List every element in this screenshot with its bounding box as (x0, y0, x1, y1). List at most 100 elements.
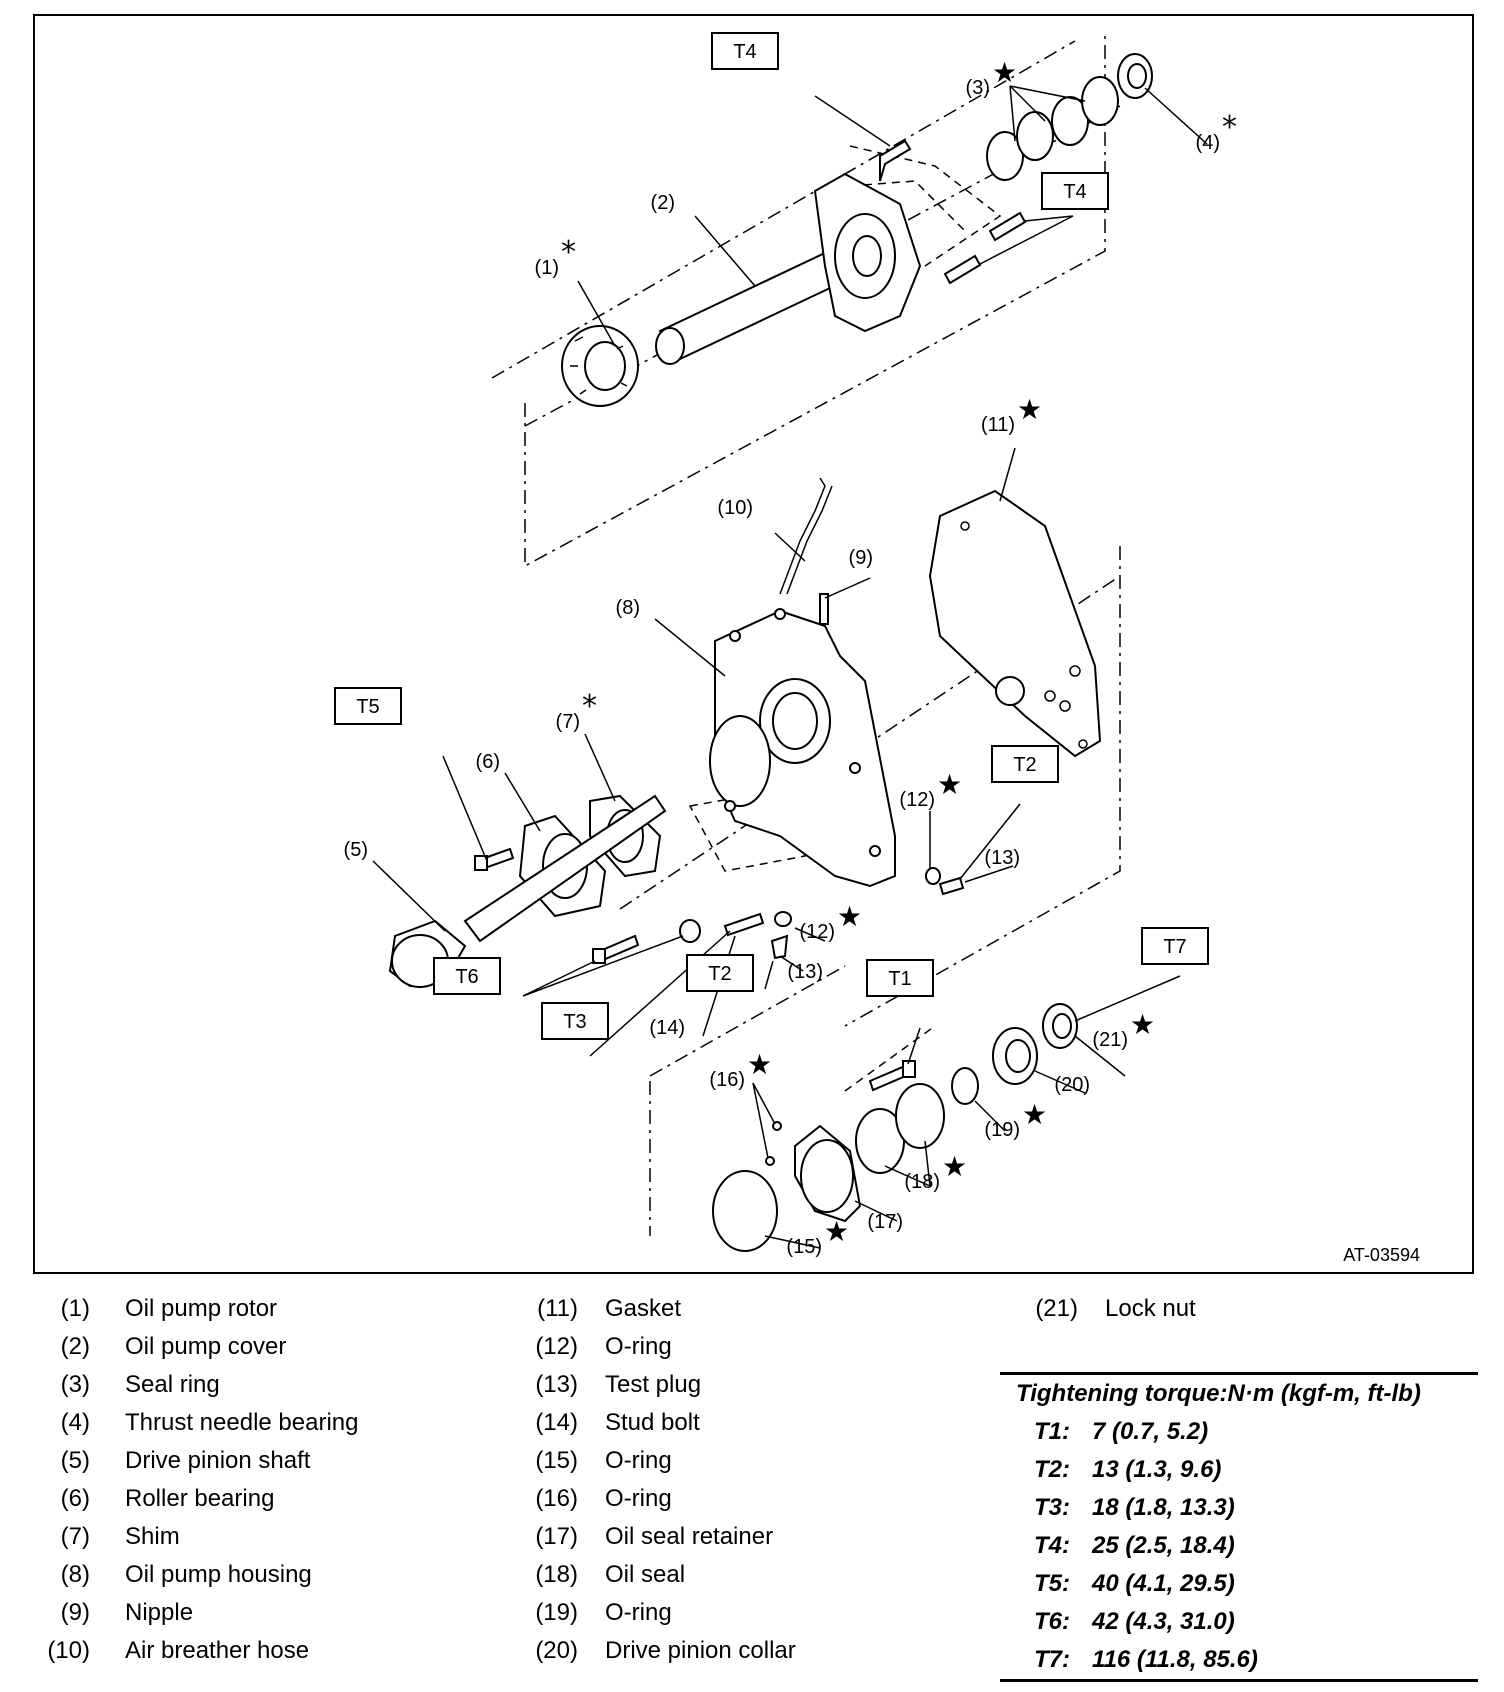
star-mark-c18: ★ (942, 1150, 967, 1183)
legend-item-number: (3) (60, 1371, 90, 1398)
drive-pinion-collar (992, 1027, 1038, 1085)
legend-item: (15)O-ring (500, 1442, 980, 1480)
torque-box-frame (866, 959, 934, 997)
oil-seals-18 (855, 1083, 945, 1174)
legend-item-number: (11) (537, 1295, 578, 1322)
torque-box-t4a: T4 (711, 32, 779, 70)
callout-c1: (1) (535, 257, 559, 279)
oil-seal-retainer (794, 1124, 862, 1223)
legend: (1)Oil pump rotor(2)Oil pump cover(3)Sea… (0, 1290, 1504, 1690)
legend-item-number: (10) (47, 1637, 90, 1664)
small-fasteners (474, 847, 965, 964)
legend-column-1: (1)Oil pump rotor(2)Oil pump cover(3)Sea… (0, 1290, 480, 1670)
torque-row: T6:42 (4.3, 31.0) (1000, 1603, 1478, 1641)
torque-rows: T1:7 (0.7, 5.2)T2:13 (1.3, 9.6)T3:18 (1.… (1000, 1413, 1478, 1679)
callout-c6: (6) (476, 751, 500, 773)
torque-box-label: T5 (356, 696, 379, 718)
legend-item-name: Thrust needle bearing (125, 1409, 359, 1436)
torque-box-label: T6 (455, 966, 478, 988)
torque-box-frame (711, 32, 779, 70)
star-mark-c15: ★ (824, 1215, 849, 1248)
callout-c11: (11) (981, 414, 1015, 436)
legend-item-number: (6) (60, 1485, 90, 1512)
legend-item-number: (17) (535, 1523, 578, 1550)
lock-nut (1042, 1003, 1078, 1049)
legend-item-name: Oil pump cover (125, 1333, 287, 1360)
torque-value: 116 (11.8, 85.6) (1092, 1646, 1258, 1673)
torque-box-t2b: T2 (686, 954, 754, 992)
seal-rings (986, 76, 1119, 181)
torque-key: T3: (1034, 1494, 1070, 1521)
o-rings-16 (765, 1121, 782, 1166)
legend-item-name: Shim (125, 1523, 180, 1550)
callout-c2: (2) (651, 192, 675, 214)
torque-key: T1: (1034, 1418, 1070, 1445)
torque-table: Tightening torque:N·m (kgf-m, ft-lb) T1:… (1000, 1372, 1478, 1682)
star-mark-c12b: ★ (837, 900, 862, 933)
legend-item-name: Air breather hose (125, 1637, 310, 1664)
legend-item-number: (15) (535, 1447, 578, 1474)
legend-item-name: Drive pinion collar (605, 1637, 796, 1664)
torque-box-label: T1 (888, 968, 911, 990)
legend-column-2: (11) Gasket (12) O-ring (13) Test plug (14)Stu… (500, 1290, 980, 1670)
torque-box-t7: T7 (1141, 927, 1209, 965)
air-breather-hose (779, 477, 833, 625)
legend-item: (7)Shim (0, 1518, 480, 1556)
legend-item-number: (19) (535, 1599, 578, 1626)
legend-item-name: Gasket (605, 1295, 682, 1322)
callout-c12b: (12) (799, 921, 835, 943)
callout-c19: (19) (984, 1119, 1020, 1141)
torque-box-t4b: T4 (1041, 172, 1109, 210)
legend-item: (14)Stud bolt (500, 1404, 980, 1442)
legend-item: (19)O-ring (500, 1594, 980, 1632)
bolt-t1 (868, 1060, 916, 1092)
oil-pump-rotor (561, 325, 639, 407)
legend-item: (21)Lock nut (1000, 1290, 1480, 1328)
torque-box-label: T7 (1163, 936, 1186, 958)
torque-row: T5:40 (4.1, 29.5) (1000, 1565, 1478, 1603)
torque-box-t6: T6 (433, 957, 501, 995)
torque-box-label: T4 (733, 41, 756, 63)
leader-lines (372, 85, 1208, 1249)
legend-item: (1)Oil pump rotor (0, 1290, 480, 1328)
star-mark-c3: ★ (992, 56, 1017, 89)
o-ring-15 (712, 1170, 778, 1252)
legend-item-number: (16) (535, 1485, 578, 1512)
oil-pump-housing (709, 608, 896, 888)
torque-box-t3: T3 (541, 1002, 609, 1040)
torque-row: T1:7 (0.7, 5.2) (1000, 1413, 1478, 1451)
legend-item-name: Lock nut (1105, 1295, 1196, 1322)
legend-item-name: Nipple (125, 1599, 194, 1626)
legend-item: (9) Nipple (0, 1594, 480, 1632)
legend-item-number: (13) (535, 1371, 578, 1398)
legend-item-number: (9) (60, 1599, 90, 1626)
callout-c13b: (13) (787, 961, 823, 983)
callout-c12a: (12) (899, 789, 935, 811)
callout-c13a: (13) (984, 847, 1020, 869)
legend-item-name: Test plug (605, 1371, 702, 1398)
asterisk-mark-c1: * (561, 235, 576, 270)
callout-c4: (4) (1196, 132, 1220, 154)
bolts-t4 (879, 139, 1027, 285)
torque-box-t1: T1 (866, 959, 934, 997)
legend-item-name: O-ring (605, 1333, 672, 1360)
legend-item: (12) O-ring (500, 1328, 980, 1366)
legend-item-name: Oil pump rotor (125, 1295, 278, 1322)
torque-key: T7: (1034, 1646, 1070, 1673)
o-ring-19 (951, 1067, 979, 1105)
torque-rule-bottom (1000, 1679, 1478, 1682)
torque-box-frame (1041, 172, 1109, 210)
torque-box-t2a: T2 (991, 745, 1059, 783)
callout-c10: (10) (717, 497, 753, 519)
torque-rule-top (1000, 1372, 1478, 1375)
legend-item: (4)Thrust needle bearing (0, 1404, 480, 1442)
legend-item-name: Roller bearing (125, 1485, 275, 1512)
torque-box-label: T3 (563, 1011, 586, 1033)
torque-row: T2:13 (1.3, 9.6) (1000, 1451, 1478, 1489)
torque-key: T6: (1034, 1608, 1070, 1635)
legend-item-number: (12) (535, 1333, 578, 1360)
legend-item-name: O-ring (605, 1485, 672, 1512)
